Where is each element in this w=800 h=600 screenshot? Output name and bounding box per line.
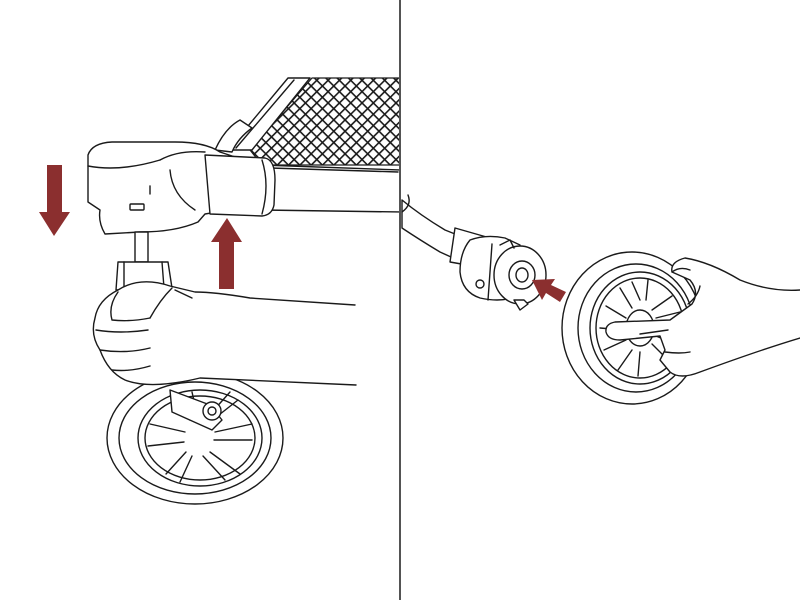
stroller-frame-tube <box>214 77 311 153</box>
front-fork-housing <box>87 141 276 235</box>
front-wheel <box>106 371 284 505</box>
axle-housing <box>459 235 547 311</box>
arrow-down-icon <box>39 165 70 236</box>
hand-right-panel <box>605 257 800 377</box>
arrow-up-icon <box>211 218 242 289</box>
hand-left-panel <box>92 281 357 386</box>
stroller-frame-horizontal <box>261 164 399 213</box>
panel-left <box>39 77 399 505</box>
arrow-insert-icon <box>532 279 566 302</box>
panel-right <box>401 194 800 405</box>
